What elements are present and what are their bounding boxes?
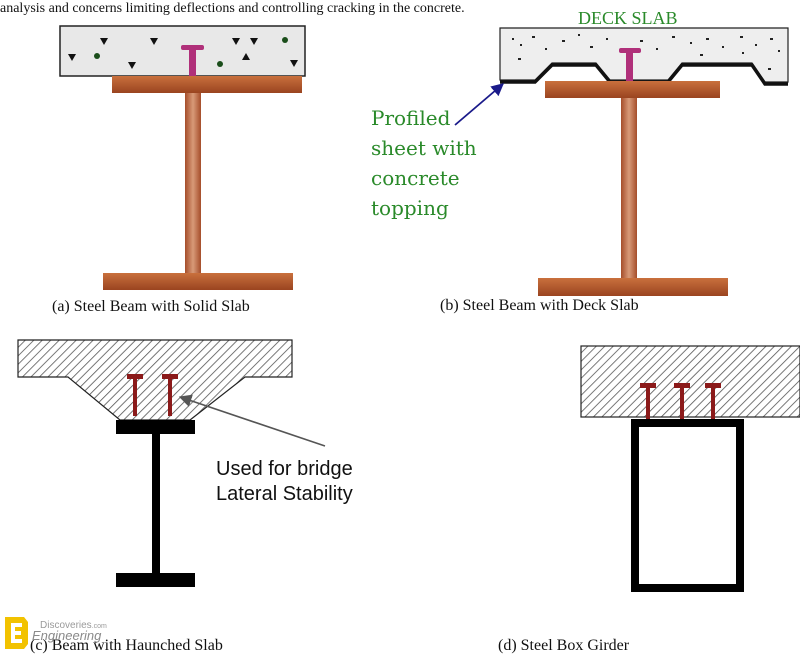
- shear-stud-a: [181, 45, 204, 78]
- deck-slab-label: DECK SLAB: [578, 8, 678, 28]
- solid-slab: [59, 25, 306, 77]
- panel-d: (d) Steel Box Girder: [498, 345, 800, 654]
- lateral-stability-label: Used for bridge Lateral Stability: [216, 458, 358, 505]
- lateral-stability-arrow: [178, 394, 326, 447]
- shear-studs-c: [127, 374, 178, 416]
- annotation-line-2: Lateral Stability: [216, 483, 353, 505]
- top-flange-c: [116, 420, 195, 434]
- aggregate-marks: [68, 37, 298, 69]
- web-b: [621, 98, 637, 278]
- profiled-sheet-label: Profiled sheet with concrete topping: [371, 106, 483, 220]
- annotation-line-1: Used for bridge: [216, 458, 353, 480]
- top-flange-a: [112, 76, 302, 93]
- profiled-line-2: sheet with: [371, 136, 477, 160]
- profiled-line-3: concrete: [371, 166, 460, 190]
- box-girder-slab: [580, 345, 800, 418]
- bottom-flange-b: [538, 278, 728, 296]
- profiled-line-4: topping: [371, 196, 449, 220]
- web-c: [152, 434, 160, 574]
- panel-c: Used for bridge Lateral Stability (c) Be…: [17, 339, 358, 654]
- caption-a: (a) Steel Beam with Solid Slab: [52, 298, 250, 315]
- shear-studs-d: [640, 383, 721, 419]
- web-a: [185, 93, 201, 273]
- shear-stud-b: [619, 48, 641, 81]
- panel-b: DECK SLAB Profiled sheet with concrete: [371, 8, 789, 314]
- haunched-slab: [17, 339, 293, 421]
- caption-d: (d) Steel Box Girder: [498, 637, 630, 654]
- panel-a: (a) Steel Beam with Solid Slab: [52, 25, 306, 315]
- bottom-flange-c: [116, 573, 195, 587]
- header-text: analysis and concerns limiting deflectio…: [0, 1, 465, 16]
- top-flange-b: [545, 81, 720, 98]
- engineering-discoveries-logo-icon: [5, 617, 28, 649]
- bottom-flange-a: [103, 273, 293, 290]
- box-girder: [631, 419, 744, 592]
- watermark-line2: Engineering: [32, 628, 102, 643]
- caption-c: (c) Beam with Haunched Slab: [30, 637, 223, 654]
- profiled-line-1: Profiled: [371, 106, 451, 130]
- watermark: Discoveries.com Engineering: [5, 617, 107, 649]
- watermark-line1: Discoveries.com: [40, 620, 107, 631]
- caption-b: (b) Steel Beam with Deck Slab: [440, 297, 639, 314]
- profiled-sheet-arrow: [454, 83, 504, 126]
- deck-aggregate-marks: [512, 34, 780, 70]
